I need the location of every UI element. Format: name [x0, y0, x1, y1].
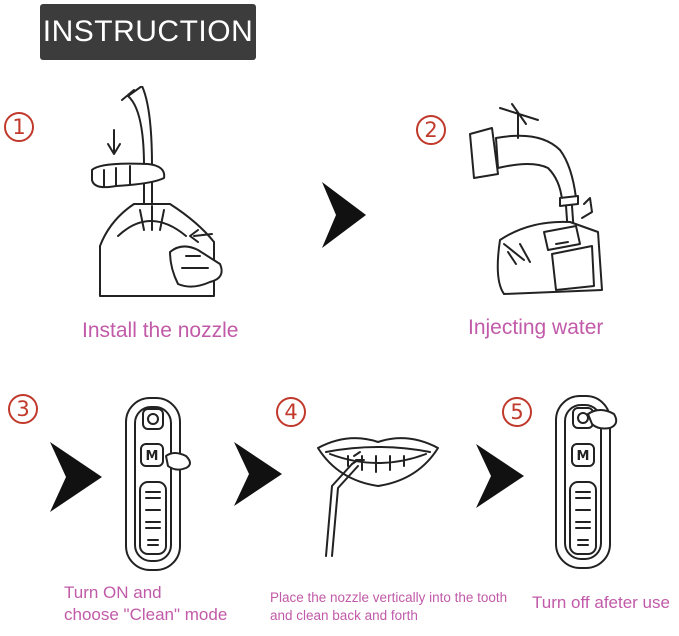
- page-title: INSTRUCTION: [40, 4, 256, 60]
- arrow-right-icon: [234, 442, 282, 506]
- step-4-illustration: [317, 437, 439, 557]
- step-4-caption-line2: and clean back and forth: [270, 608, 418, 623]
- step-2-number: 2: [416, 115, 446, 145]
- step-1-number: 1: [4, 112, 34, 142]
- step-5-device-illustration: M: [555, 395, 618, 569]
- step-3-device-illustration: M: [125, 397, 191, 571]
- step-3-number: 3: [8, 394, 38, 424]
- arrow-right-icon: [50, 442, 102, 512]
- step-3-caption-line1: Turn ON and: [64, 583, 162, 602]
- step-4-caption-line1: Place the nozzle vertically into the too…: [270, 590, 508, 605]
- step-5-mode-letter: M: [577, 449, 590, 464]
- step-2-caption: Injecting water: [468, 316, 604, 339]
- arrow-right-icon: [322, 182, 366, 248]
- step-4-number: 4: [276, 397, 306, 427]
- step-5-caption: Turn off afeter use: [532, 593, 670, 612]
- step-3-mode-letter: M: [146, 449, 159, 464]
- arrow-right-icon: [476, 444, 524, 508]
- step-1-caption: Install the nozzle: [82, 319, 239, 342]
- step-3-caption-line2: choose "Clean" mode: [64, 605, 228, 624]
- step-1-illustration: [91, 86, 223, 297]
- step-5-number: 5: [502, 397, 532, 427]
- step-2-illustration: [469, 103, 603, 295]
